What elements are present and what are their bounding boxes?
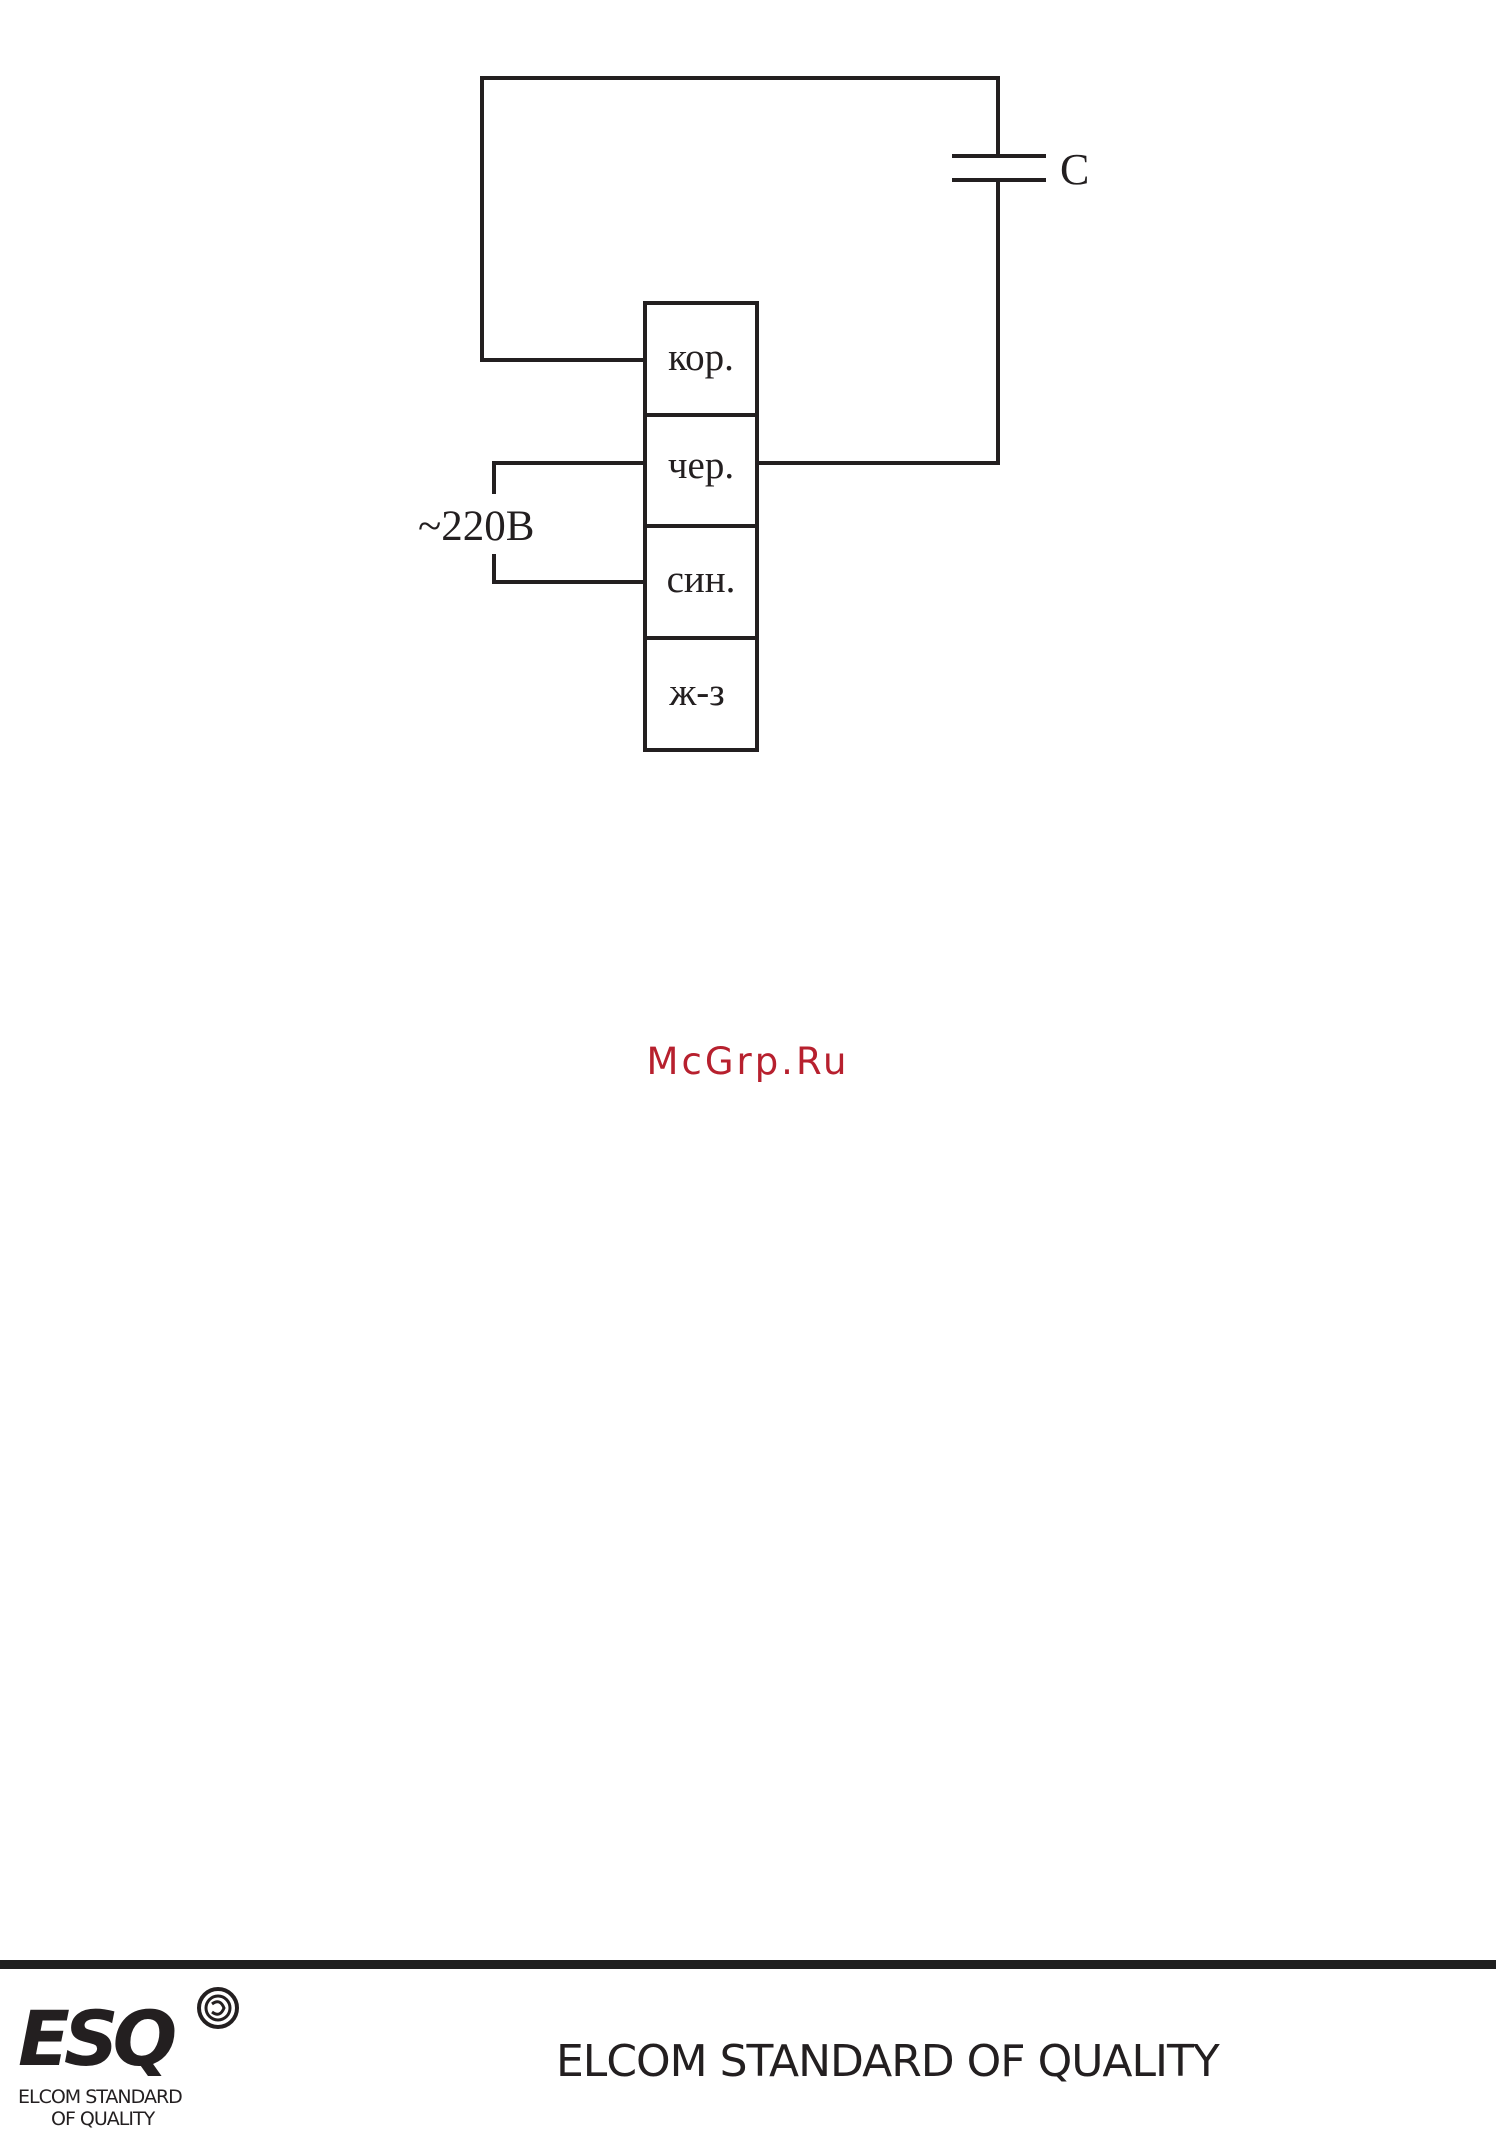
watermark-link[interactable]: McGrp.Ru bbox=[0, 1040, 1496, 1083]
wire-supply-bracket bbox=[494, 463, 645, 492]
supply-voltage-label: ~220В bbox=[418, 503, 534, 550]
logo-mark: ESQ bbox=[18, 1994, 175, 2083]
logo-line-1: ELCOM STANDARD bbox=[18, 2086, 182, 2108]
wire-capacitor-to-cher bbox=[757, 180, 998, 463]
wire-supply-bracket-lower bbox=[494, 556, 645, 582]
wiring-diagram: C ~220В кор. чер. син. ж-з bbox=[0, 0, 1496, 1000]
capacitor-label: C bbox=[1060, 145, 1089, 194]
terminal-label-sin: син. bbox=[667, 558, 736, 601]
footer-rule bbox=[0, 1960, 1496, 1969]
terminal-label-zh-z: ж-з bbox=[668, 671, 724, 714]
wire-kor-to-capacitor bbox=[482, 78, 998, 360]
esq-logo: ESQ ELCOM STANDARD OF QUALITY bbox=[16, 1982, 246, 2132]
logo-line-2: OF QUALITY bbox=[51, 2108, 156, 2130]
terminal-label-cher: чер. bbox=[668, 444, 734, 487]
footer-brand-text: ELCOM STANDARD OF QUALITY bbox=[556, 2036, 1219, 2087]
terminal-label-kor: кор. bbox=[668, 336, 734, 379]
